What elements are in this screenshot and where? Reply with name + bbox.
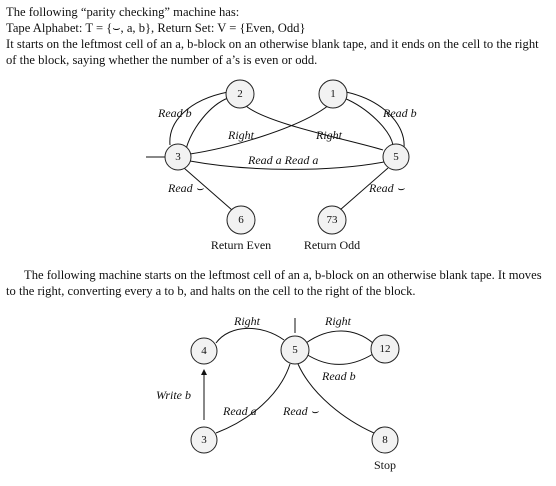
edge-5-to-12-top: [305, 330, 374, 344]
state-3: 3: [164, 143, 192, 171]
stop-label: Stop: [374, 458, 396, 472]
return-even-label: Return Even: [211, 238, 271, 252]
state-1: 1: [318, 79, 348, 109]
second-line-2: to the right, converting every a to b, a…: [6, 284, 416, 298]
edge-5-to-73: [339, 167, 389, 211]
edge-5-to-8: [297, 363, 375, 434]
svg-text:5: 5: [393, 151, 399, 163]
state-73: 73: [317, 205, 347, 235]
label-right-left: Right: [227, 128, 255, 142]
second-line-1: The following machine starts on the left…: [24, 268, 542, 282]
svg-text:3: 3: [175, 151, 181, 163]
svg-text:1: 1: [330, 88, 336, 100]
state-5-d2: 5: [280, 335, 310, 365]
edge-2-to-5: [245, 105, 384, 151]
intro-line-1: The following “parity checking” machine …: [6, 5, 240, 19]
svg-text:5: 5: [292, 344, 298, 356]
intro-paragraph: The following “parity checking” machine …: [6, 4, 554, 68]
convert-machine-diagram: Right Right Read b Write b Read a Read ⌣…: [156, 314, 400, 472]
label-read-b-2: Read b: [321, 369, 356, 383]
state-12-d2: 12: [370, 334, 400, 364]
svg-text:73: 73: [327, 214, 339, 226]
state-6: 6: [226, 205, 256, 235]
edge-12-to-5-bottom: [305, 353, 374, 365]
svg-text:3: 3: [201, 434, 207, 446]
label-right-left-2: Right: [233, 314, 261, 328]
edge-3-to-2-inner: [185, 97, 229, 150]
label-read-a-pair: Read a Read a: [247, 153, 318, 167]
label-read-blank-2: Read ⌣: [282, 404, 320, 418]
edge-3-to-6: [183, 167, 233, 211]
label-right-right: Right: [315, 128, 343, 142]
intro-line-4: of the block, saying whether the number …: [6, 53, 318, 67]
label-write-b: Write b: [156, 388, 191, 402]
second-paragraph: The following machine starts on the left…: [6, 267, 554, 299]
state-4-d2: 4: [190, 337, 218, 365]
label-read-a-2: Read a: [222, 404, 257, 418]
state-5: 5: [382, 143, 410, 171]
edge-1-to-3: [189, 104, 330, 155]
label-read-blank-right: Read ⌣: [368, 181, 406, 195]
edge-1-to-5-inner: [343, 97, 394, 146]
label-read-b-right: Read b: [382, 106, 417, 120]
svg-text:12: 12: [380, 343, 391, 355]
svg-text:4: 4: [201, 345, 207, 357]
label-read-b-left: Read b: [157, 106, 192, 120]
parity-machine-diagram: Read b Read b Right Right Read a Read a …: [146, 79, 417, 252]
edge-1-to-5-outer: [345, 91, 405, 149]
return-odd-label: Return Odd: [304, 238, 360, 252]
intro-line-2: Tape Alphabet: T = {⌣, a, b}, Return Set…: [6, 21, 306, 35]
state-8-d2: 8: [371, 426, 399, 454]
edge-5-to-4: [215, 327, 285, 344]
svg-text:8: 8: [382, 434, 388, 446]
state-2: 2: [225, 79, 255, 109]
state-3-d2: 3: [190, 426, 218, 454]
edge-3-to-5: [215, 363, 291, 434]
svg-text:2: 2: [237, 88, 243, 100]
edge-3-to-5: [189, 160, 385, 170]
label-right-right-2: Right: [324, 314, 352, 328]
intro-line-3: It starts on the leftmost cell of an a, …: [6, 37, 539, 51]
svg-text:6: 6: [238, 214, 244, 226]
label-read-blank-left: Read ⌣: [167, 181, 205, 195]
edge-3-to-2-outer: [169, 91, 229, 146]
